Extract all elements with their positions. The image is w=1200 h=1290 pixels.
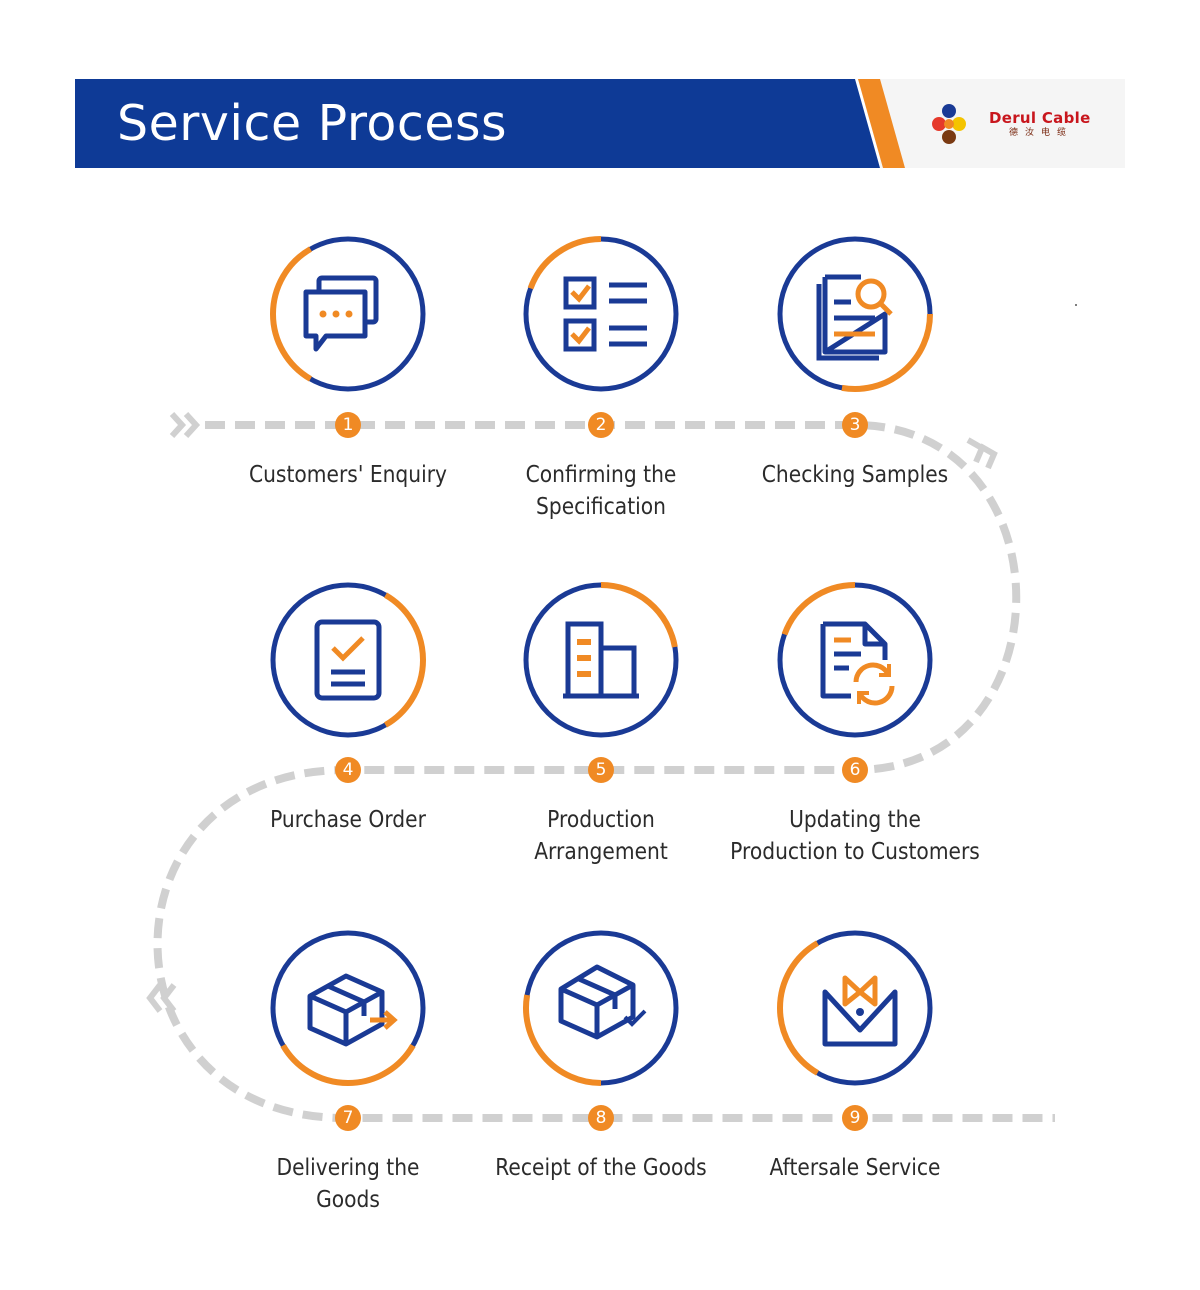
step-circle-4	[270, 582, 426, 783]
step-badge-6	[842, 757, 868, 783]
step-label-line: Aftersale Service	[769, 1155, 941, 1181]
step-badge-5	[588, 757, 614, 783]
step-ring-accent	[777, 940, 820, 1076]
step-ring-accent	[523, 994, 602, 1086]
step-ring-accent	[781, 582, 856, 636]
step-badge-3	[842, 412, 868, 438]
path-arrows-icon	[146, 411, 998, 1013]
step-circle-3	[777, 236, 933, 438]
step-label-9: Aftersale Service	[723, 1152, 987, 1184]
step-label-line: Updating the	[789, 807, 921, 833]
step-badge-1	[335, 412, 361, 438]
step-ring-accent	[280, 1043, 416, 1086]
step-circle-7	[270, 930, 426, 1131]
step-label-3: Checking Samples	[723, 459, 987, 491]
step-label-line: Receipt of the Goods	[495, 1155, 707, 1181]
step-badge-9	[842, 1105, 868, 1131]
clipboard-check-icon	[314, 619, 382, 701]
box-delivery-icon	[307, 973, 398, 1047]
step-label-line: Confirming the	[525, 462, 677, 488]
step-number-2: 2	[595, 415, 607, 435]
step-badge-8	[588, 1105, 614, 1131]
box-received-icon	[558, 964, 647, 1040]
checklist-icon	[563, 276, 647, 352]
step-circle-2	[523, 236, 679, 438]
banner-shapes	[75, 79, 1125, 168]
step-label-line: Goods	[316, 1187, 380, 1213]
bowtie-service-icon	[822, 975, 898, 1047]
step-circle-8	[523, 930, 679, 1131]
step-label-line: Production	[547, 807, 655, 833]
step-number-3: 3	[849, 415, 861, 435]
building-icon	[563, 621, 639, 699]
step-ring-accent	[841, 313, 933, 392]
document-refresh-icon	[820, 621, 895, 706]
step-label-1: Customers' Enquiry	[216, 459, 480, 491]
header-banner: Service Process Derul Cable 德汝电缆	[75, 79, 1125, 168]
document-search-icon	[816, 274, 893, 361]
step-label-line: Customers' Enquiry	[248, 462, 448, 488]
step-number-7: 7	[342, 1108, 354, 1128]
step-label-line: Arrangement	[534, 839, 668, 865]
step-number-6: 6	[849, 760, 861, 780]
step-number-8: 8	[595, 1108, 607, 1128]
banner-logo-panel	[880, 79, 1125, 168]
step-badge-4	[335, 757, 361, 783]
step-ring-accent	[600, 582, 678, 648]
step-label-line: Production to Customers	[730, 839, 980, 865]
chat-bubbles-icon	[303, 275, 379, 352]
banner-accent-stripe	[858, 79, 905, 168]
page-title: Service Process	[117, 95, 508, 152]
step-circle-9	[777, 930, 933, 1131]
logo-mark-icon	[932, 104, 966, 144]
step-number-1: 1	[342, 415, 354, 435]
step-ring-accent	[527, 236, 602, 290]
step-label-line: Checking Samples	[761, 462, 949, 488]
step-number-9: 9	[849, 1108, 861, 1128]
step-badge-2	[588, 412, 614, 438]
step-label-4: Purchase Order	[216, 804, 480, 836]
step-label-line: Delivering the	[276, 1155, 420, 1181]
decorative-dot	[1075, 304, 1077, 306]
banner-blue-panel	[75, 79, 880, 168]
step-badge-7	[335, 1105, 361, 1131]
step-label-line: Specification	[536, 494, 666, 520]
step-circle-6	[777, 582, 933, 783]
logo-brand: Derul Cable	[989, 109, 1091, 127]
step-label-line: Purchase Order	[270, 807, 426, 833]
step-ring-accent	[270, 246, 313, 382]
step-ring-accent	[383, 592, 426, 728]
logo-brand-cn: 德汝电缆	[1009, 128, 1074, 138]
step-number-4: 4	[342, 760, 354, 780]
step-label-8: Receipt of the Goods	[469, 1152, 733, 1184]
company-logo: Derul Cable 德汝电缆	[927, 97, 1107, 151]
step-number-5: 5	[595, 760, 607, 780]
